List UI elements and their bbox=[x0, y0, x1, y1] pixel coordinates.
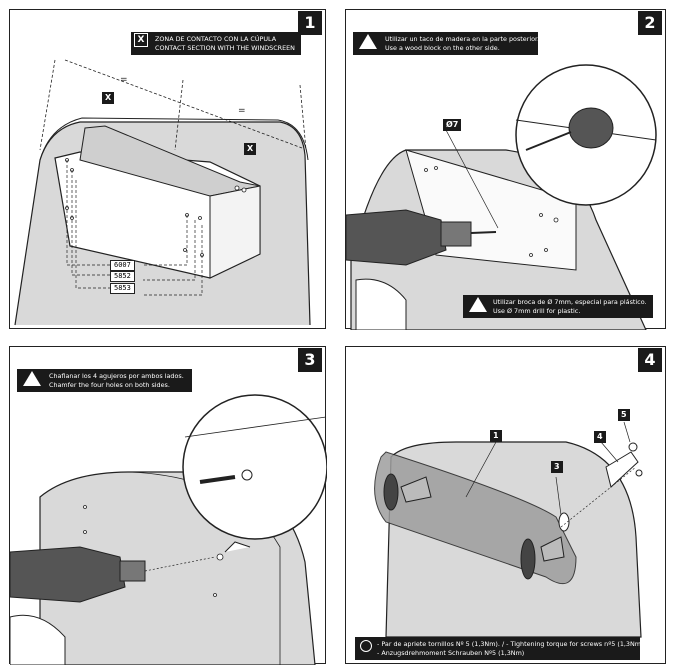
note-en: Chamfer the four holes on both sides. bbox=[49, 380, 170, 389]
torque-text-de: - Anzugsdrehmoment Schrauben Nº5 (1,3Nm) bbox=[377, 648, 525, 657]
step-4-panel: 4 1 3 4 5 - Par de apriete tornillos Nº … bbox=[345, 346, 666, 664]
torque-note: - Par de apriete tornillos Nº 5 (1,3Nm).… bbox=[355, 637, 646, 660]
step-2-panel: 2 Utilizar un taco de madera en la parte… bbox=[345, 9, 666, 330]
note-es: Utilizar un taco de madera en la parte p… bbox=[385, 35, 540, 43]
note2-en: Use Ø 7mm drill for plastic. bbox=[493, 306, 581, 315]
step-number: 4 bbox=[638, 348, 662, 372]
note-es: ZONA DE CONTACTO CON LA CÚPULA bbox=[155, 35, 277, 43]
step-number: 1 bbox=[298, 11, 322, 35]
note-es: Chaflanar los 4 agujeros por ambos lados… bbox=[49, 372, 184, 380]
marker-x-right: X bbox=[244, 143, 257, 155]
equal-sign-2: = bbox=[238, 106, 246, 116]
contact-zone-note: X ZONA DE CONTACTO CON LA CÚPULA CONTACT… bbox=[131, 32, 301, 55]
step-number: 2 bbox=[638, 11, 662, 35]
step-1-panel: = = 1 X ZONA DE CONTACTO CON LA CÚPULA C… bbox=[9, 9, 326, 329]
warning-triangle-icon bbox=[23, 371, 41, 386]
wood-block-note: Utilizar un taco de madera en la parte p… bbox=[353, 32, 540, 55]
part-label-5: 5 bbox=[618, 409, 630, 421]
chamfer-note: Chaflanar los 4 agujeros por ambos lados… bbox=[17, 369, 192, 392]
part-label-3: 3 bbox=[551, 461, 563, 473]
part-label-4: 4 bbox=[594, 431, 606, 443]
step-3-panel: 3 Chaflanar los 4 agujeros por ambos lad… bbox=[9, 346, 327, 665]
warning-triangle-icon bbox=[359, 34, 377, 49]
code-5853: 5853 bbox=[110, 283, 135, 294]
code-5852: 5852 bbox=[110, 271, 135, 282]
step-4-illustration bbox=[364, 421, 643, 653]
drill-bit-note: Utilizar broca de Ø 7mm, especial para p… bbox=[463, 295, 653, 318]
warning-triangle-icon bbox=[469, 297, 487, 312]
x-box-icon: X bbox=[134, 33, 148, 47]
step-number: 3 bbox=[298, 348, 322, 372]
equal-sign-1: = bbox=[120, 75, 128, 85]
note-en: CONTACT SECTION WITH THE WINDSCREEN bbox=[155, 43, 295, 52]
step-2-illustration bbox=[346, 64, 657, 330]
step-1-illustration: = = bbox=[14, 59, 311, 326]
drill-size-label: Ø7 bbox=[443, 119, 462, 131]
part-label-1: 1 bbox=[490, 430, 502, 442]
step-3-illustration bbox=[10, 394, 327, 665]
note2-es: Utilizar broca de Ø 7mm, especial para p… bbox=[493, 298, 647, 306]
marker-x-left: X bbox=[102, 92, 115, 104]
code-6007: 6007 bbox=[110, 260, 135, 271]
note-en: Use a wood block on the other side. bbox=[385, 43, 500, 52]
torque-text: - Par de apriete tornillos Nº 5 (1,3Nm).… bbox=[377, 640, 646, 648]
torque-wrench-icon bbox=[360, 640, 372, 652]
